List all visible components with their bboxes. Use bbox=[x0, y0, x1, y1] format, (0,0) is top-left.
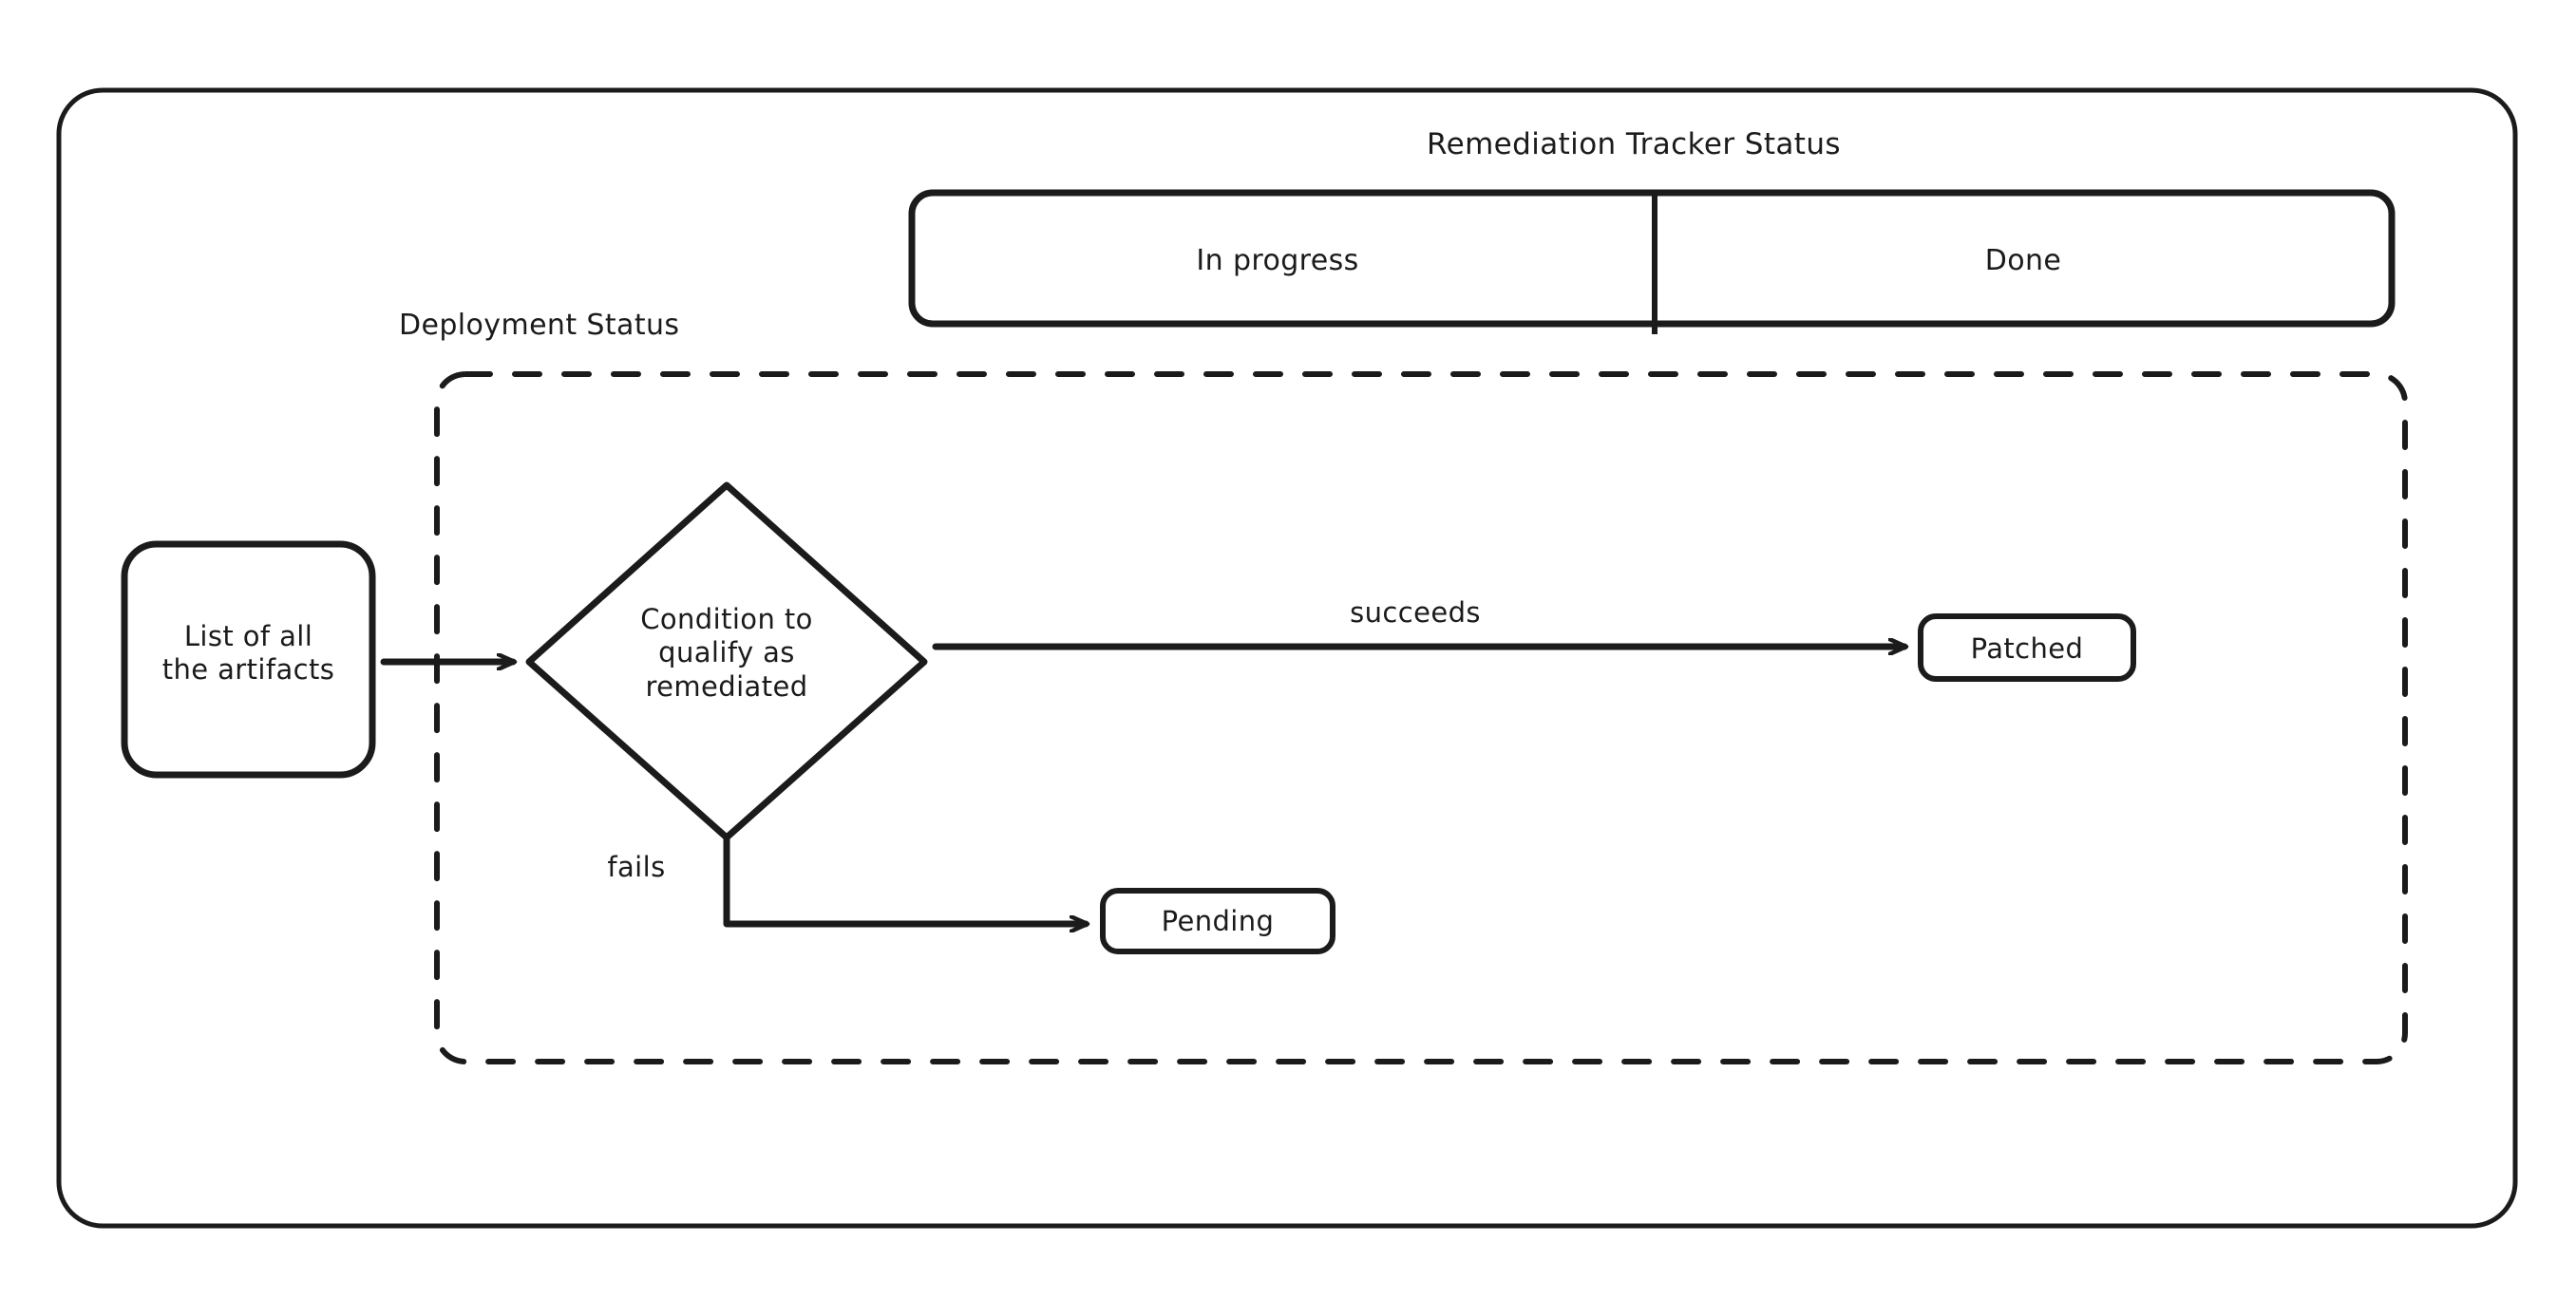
node-pending-shape bbox=[1100, 888, 1335, 954]
deployment-status-group-shape bbox=[434, 371, 2408, 1064]
node-condition[interactable] bbox=[529, 485, 924, 838]
lane-in-progress[interactable] bbox=[912, 193, 1655, 324]
node-artifacts[interactable] bbox=[124, 544, 372, 775]
node-patched-shape bbox=[1918, 613, 2136, 682]
diagram-frame-shape bbox=[56, 87, 2518, 1229]
tracker-lane-container bbox=[908, 189, 2396, 334]
node-patched[interactable] bbox=[1921, 616, 2133, 679]
node-pending[interactable] bbox=[1103, 891, 1333, 951]
edge-condition-fails bbox=[723, 836, 1086, 924]
lane-done[interactable] bbox=[1655, 193, 2392, 324]
node-artifacts-shape bbox=[121, 540, 376, 779]
